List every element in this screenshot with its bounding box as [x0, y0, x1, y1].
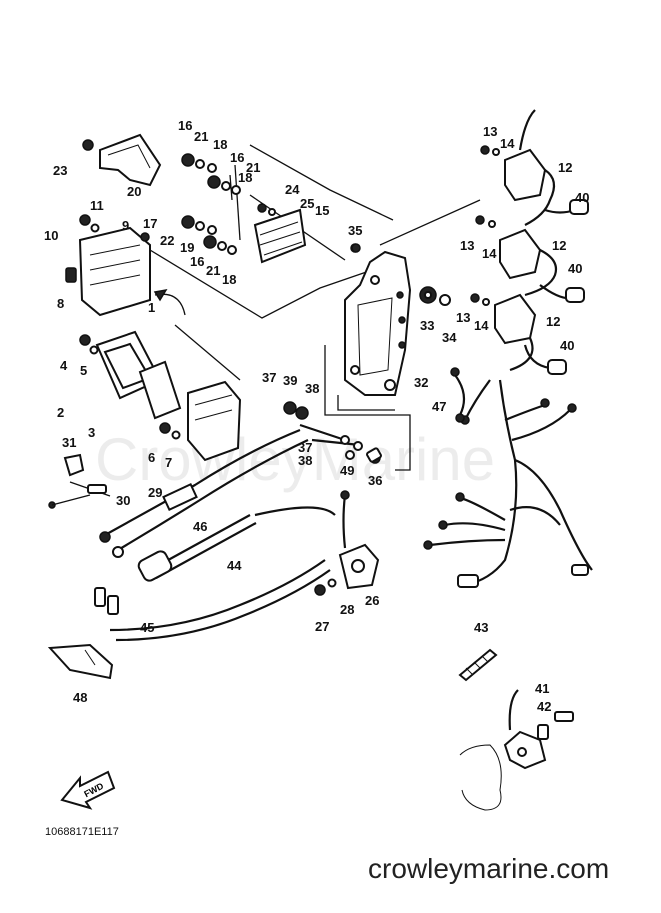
- callout: 13: [456, 310, 470, 325]
- callout: 21: [194, 129, 208, 144]
- hardware-washers: [181, 153, 241, 255]
- screws-left: [79, 139, 276, 440]
- callout: 28: [340, 602, 354, 617]
- callout: 38: [305, 381, 319, 396]
- part-27-screw: [314, 584, 326, 596]
- callout: 40: [568, 261, 582, 276]
- part-47-wire: [450, 367, 466, 423]
- callout: 38: [298, 453, 312, 468]
- part-33-34-grommets: [419, 286, 451, 306]
- callout: 40: [575, 190, 589, 205]
- callout: 1: [148, 300, 155, 315]
- callout: 25: [300, 196, 314, 211]
- callout: 39: [283, 373, 297, 388]
- part-cdi-unit-lower: [174, 324, 242, 462]
- callout: 36: [368, 473, 382, 488]
- callout: 13: [460, 238, 474, 253]
- callout: 40: [560, 338, 574, 353]
- part-46-harness: [99, 428, 309, 558]
- drawing-code: 10688171E117: [45, 826, 119, 838]
- screws-13-14: [470, 145, 500, 306]
- callout: 21: [206, 263, 220, 278]
- part-36-plug: [366, 447, 382, 463]
- part-28-washer: [327, 578, 337, 588]
- part-20-cover: [99, 133, 162, 187]
- part-26-switch: [338, 490, 380, 590]
- website-label: crowleymarine.com: [368, 853, 609, 884]
- callout: 31: [62, 435, 76, 450]
- callout: 30: [116, 493, 130, 508]
- part-49-washer: [345, 450, 355, 460]
- callout: 49: [340, 463, 354, 478]
- callout: 24: [285, 182, 300, 197]
- callout: 20: [127, 184, 141, 199]
- callout: 47: [432, 399, 446, 414]
- callout: 35: [348, 223, 362, 238]
- callout: 45: [140, 620, 154, 635]
- callout: 16: [190, 254, 204, 269]
- part-29-30-31: [48, 453, 111, 509]
- part-44-harness: [137, 506, 336, 582]
- callout: 16: [178, 118, 192, 133]
- callout: 48: [73, 690, 87, 705]
- callout: 41: [535, 681, 549, 696]
- callout: 37: [298, 440, 312, 455]
- callout: 42: [537, 699, 551, 714]
- callout: 14: [482, 246, 497, 261]
- part-41-42-bracket: [459, 689, 574, 811]
- callout: 4: [60, 358, 68, 373]
- callout: 18: [213, 137, 227, 152]
- callout: 18: [222, 272, 236, 287]
- callout: 10: [44, 228, 58, 243]
- part-32-base-plate: [344, 243, 412, 396]
- watermark-text: CrowleyMarine: [95, 426, 495, 493]
- callout: 13: [483, 124, 497, 139]
- callout: 6: [148, 450, 155, 465]
- callout: 5: [80, 363, 87, 378]
- part-12-ignition-coils: [494, 109, 558, 372]
- callout: 14: [474, 318, 489, 333]
- callout: 8: [57, 296, 64, 311]
- callout: 19: [180, 240, 194, 255]
- callout: 32: [414, 375, 428, 390]
- part-48-connector: [47, 643, 114, 680]
- callout: 3: [88, 425, 95, 440]
- callout: 12: [546, 314, 560, 329]
- callout: 22: [160, 233, 174, 248]
- part-15-rectifier: [253, 208, 307, 264]
- callout: 44: [227, 558, 242, 573]
- callout: 27: [315, 619, 329, 634]
- callout: 21: [246, 160, 260, 175]
- callout: 29: [148, 485, 162, 500]
- callout: 46: [193, 519, 207, 534]
- callout: 15: [315, 203, 329, 218]
- callout: 2: [57, 405, 64, 420]
- callout: 37: [262, 370, 276, 385]
- callouts: 1 2 3 4 5 6 7 8 9 10 11 12 12 12 13 13 1…: [44, 118, 589, 714]
- part-2-3-gaskets: [95, 330, 182, 420]
- part-45-wire: [94, 559, 331, 642]
- callout: 12: [558, 160, 572, 175]
- part-40-plug-caps: [523, 199, 589, 375]
- callout: 26: [365, 593, 379, 608]
- callout: 43: [474, 620, 488, 635]
- callout: 33: [420, 318, 434, 333]
- callout: 18: [238, 170, 252, 185]
- part-35-bolt: [351, 243, 361, 253]
- callout: 16: [230, 150, 244, 165]
- callout: 9: [122, 218, 129, 233]
- callout: 12: [552, 238, 566, 253]
- wire-harness: [423, 379, 593, 588]
- part-43-tube: [458, 648, 498, 682]
- callout: 34: [442, 330, 457, 345]
- callout: 23: [53, 163, 67, 178]
- part-cdi-unit-top: [65, 226, 151, 317]
- callout: 7: [165, 455, 172, 470]
- callout: 11: [90, 198, 104, 213]
- callout: 14: [500, 136, 515, 151]
- callout: 17: [143, 216, 157, 231]
- fwd-arrow-icon: FWD: [60, 770, 116, 810]
